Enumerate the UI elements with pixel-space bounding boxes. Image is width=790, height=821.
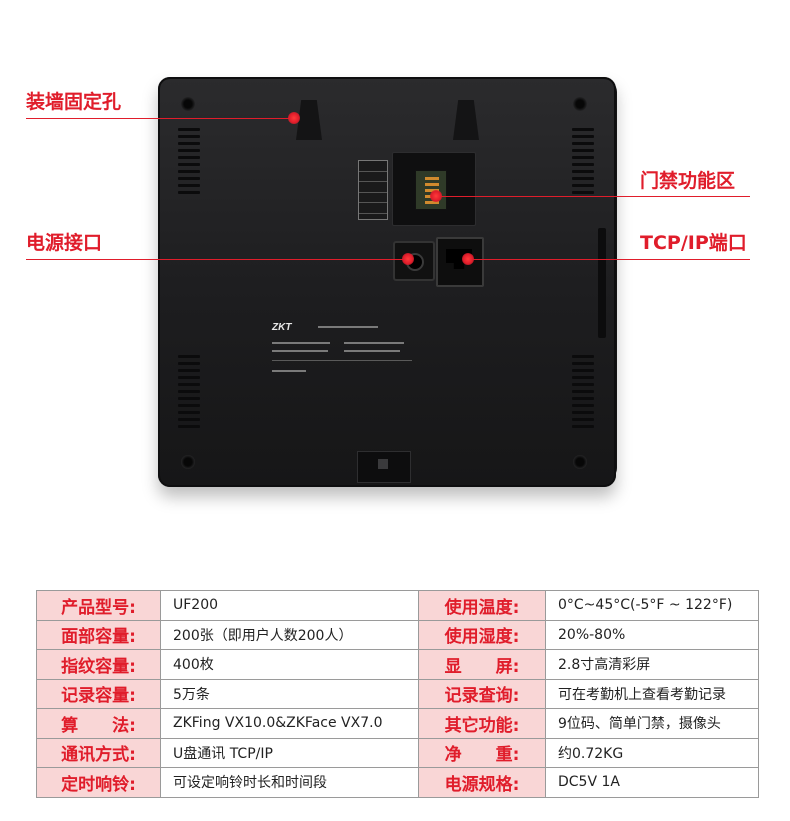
spec-row: 记录容量: 5万条 记录查询: 可在考勤机上查看考勤记录: [36, 678, 759, 709]
vent-grille: [572, 128, 594, 198]
spec-label: 使用湿度:: [418, 619, 546, 650]
callout-power-port: 电源接口: [26, 232, 103, 254]
spec-row: 算 法: ZKFing VX10.0&ZKFace VX7.0 其它功能: 9位…: [36, 708, 759, 739]
spec-value: 20%-80%: [545, 619, 759, 650]
spec-label: 记录容量:: [36, 678, 161, 709]
vent-grille: [178, 355, 200, 432]
spec-row: 面部容量: 200张（即用户人数200人） 使用湿度: 20%-80%: [36, 619, 759, 650]
callout-line: [437, 196, 750, 197]
rj45-ethernet-port: [436, 237, 484, 287]
spec-value: 200张（即用户人数200人）: [160, 619, 419, 650]
spec-label: 算 法:: [36, 708, 161, 739]
spec-value: 可在考勤机上查看考勤记录: [545, 678, 759, 709]
spec-value: ZKFing VX10.0&ZKFace VX7.0: [160, 708, 419, 739]
spec-label: 电源规格:: [418, 767, 546, 798]
spec-row: 通讯方式: U盘通讯 TCP/IP 净 重: 约0.72KG: [36, 737, 759, 768]
spec-label: 指纹容量:: [36, 649, 161, 680]
spec-value: U盘通讯 TCP/IP: [160, 737, 419, 768]
terminal-label-block: [358, 160, 388, 220]
wall-mount-slot: [453, 100, 479, 140]
spec-row: 指纹容量: 400枚 显 屏: 2.8寸高清彩屏: [36, 649, 759, 680]
callout-marker-dot: [430, 190, 442, 202]
dc-power-jack: [393, 241, 435, 281]
wall-mount-slot: [296, 100, 322, 140]
callout-tcp-ip-port: TCP/IP端口: [640, 232, 747, 254]
spec-value: 5万条: [160, 678, 419, 709]
callout-access-control-area: 门禁功能区: [640, 170, 736, 192]
spec-value: DC5V 1A: [545, 767, 759, 798]
zkteco-logo: ZKT: [272, 322, 292, 333]
device-back-panel: [158, 77, 616, 487]
access-control-connector: [415, 170, 447, 210]
spec-table: 产品型号: UF200 使用温度: 0°C~45°C(-5°F ~ 122°F)…: [36, 590, 759, 798]
bottom-mount-slot: [357, 451, 411, 483]
spec-value: 400枚: [160, 649, 419, 680]
spec-value: 可设定响铃时长和时间段: [160, 767, 419, 798]
spec-value: 2.8寸高清彩屏: [545, 649, 759, 680]
spec-label: 显 屏:: [418, 649, 546, 680]
spec-value: UF200: [160, 590, 419, 621]
spec-label: 其它功能:: [418, 708, 546, 739]
device-rating-label: ZKT: [272, 322, 417, 382]
spec-label: 净 重:: [418, 737, 546, 768]
spec-value: 0°C~45°C(-5°F ~ 122°F): [545, 590, 759, 621]
callout-marker-dot: [288, 112, 300, 124]
callout-line: [26, 118, 294, 119]
spec-value: 约0.72KG: [545, 737, 759, 768]
device-photo: ZKT 装墙固定孔 门禁功能区 电源接口 TCP/IP端口: [0, 0, 790, 560]
spec-label: 面部容量:: [36, 619, 161, 650]
spec-label: 记录查询:: [418, 678, 546, 709]
mount-screw-hole: [573, 97, 587, 111]
callout-wall-mount-holes: 装墙固定孔: [26, 91, 122, 113]
spec-label: 产品型号:: [36, 590, 161, 621]
mount-screw-hole: [181, 455, 195, 469]
vent-grille: [178, 128, 200, 198]
spec-row: 定时响铃: 可设定响铃时长和时间段 电源规格: DC5V 1A: [36, 767, 759, 798]
spec-label: 定时响铃:: [36, 767, 161, 798]
vent-grille: [572, 355, 594, 432]
mount-screw-hole: [573, 455, 587, 469]
spec-row: 产品型号: UF200 使用温度: 0°C~45°C(-5°F ~ 122°F): [36, 590, 759, 621]
spec-label: 通讯方式:: [36, 737, 161, 768]
callout-line: [26, 259, 406, 260]
callout-line: [469, 259, 750, 260]
spec-label: 使用温度:: [418, 590, 546, 621]
spec-value: 9位码、简单门禁，摄像头: [545, 708, 759, 739]
callout-marker-dot: [462, 253, 474, 265]
mount-screw-hole: [181, 97, 195, 111]
device-side-tab: [598, 228, 606, 338]
callout-marker-dot: [402, 253, 414, 265]
